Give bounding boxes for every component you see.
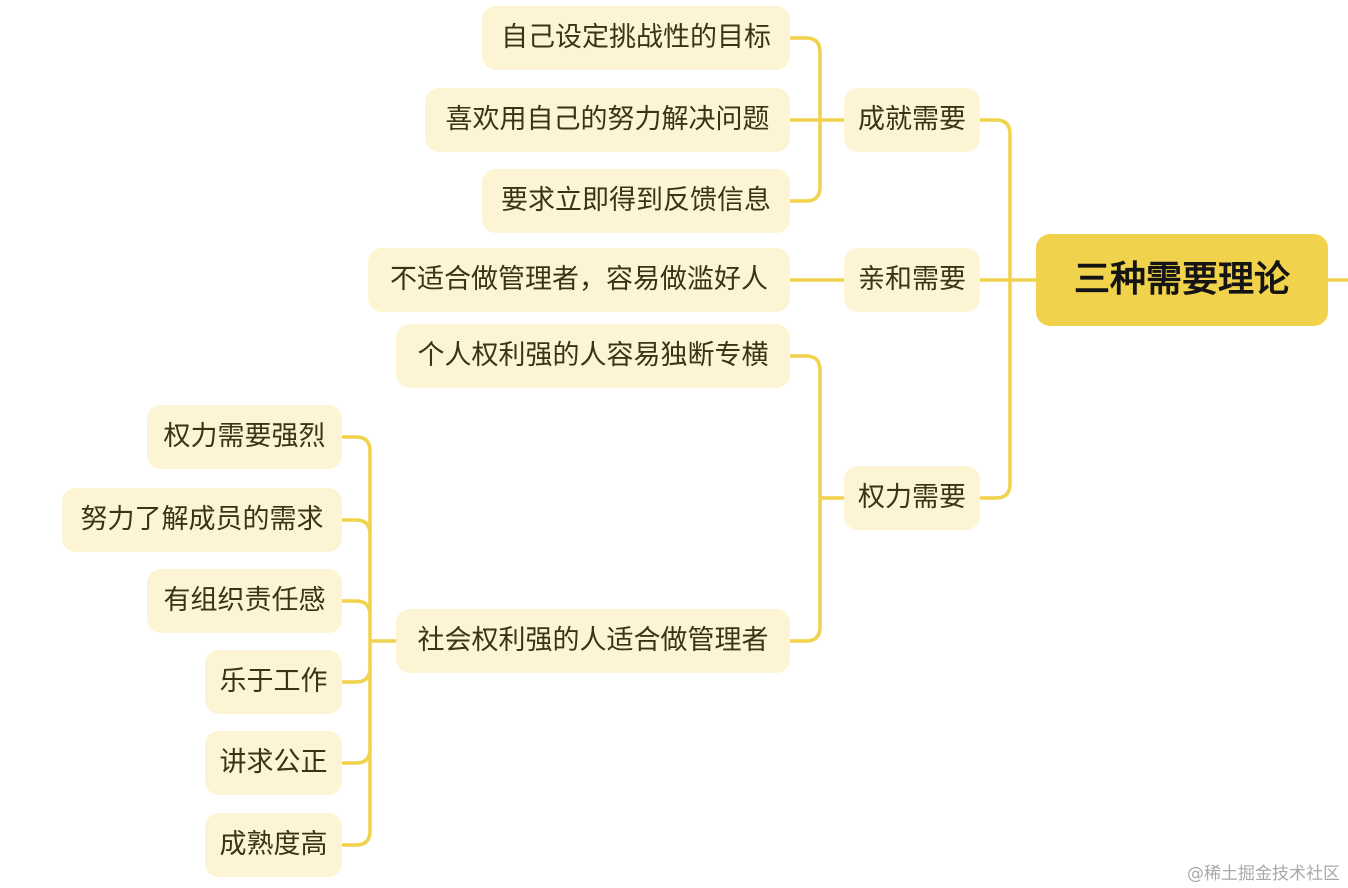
branch-affiliation-label: 亲和需要 <box>858 264 966 295</box>
social-power-trait-label: 有组织责任感 <box>163 585 326 616</box>
root-node-label: 三种需要理论 <box>1073 259 1290 300</box>
achievement-child-node[interactable]: 自己设定挑战性的目标 <box>482 6 790 70</box>
branch-achievement-node[interactable]: 成就需要 <box>844 88 980 152</box>
social-power-trait-node[interactable]: 努力了解成员的需求 <box>62 488 342 552</box>
connector-power <box>788 354 846 643</box>
achievement-child-node[interactable]: 喜欢用自己的努力解决问题 <box>425 88 790 152</box>
affiliation-child-label: 不适合做管理者，容易做滥好人 <box>390 264 768 295</box>
branch-achievement-label: 成就需要 <box>858 104 966 135</box>
branch-power-label: 权力需要 <box>858 482 966 513</box>
connector-root-to-branches <box>978 118 1038 500</box>
social-power-trait-node[interactable]: 乐于工作 <box>205 650 342 714</box>
branch-affiliation-node[interactable]: 亲和需要 <box>844 248 980 312</box>
social-power-trait-label: 努力了解成员的需求 <box>80 504 324 535</box>
power-child-label: 社会权利强的人适合做管理者 <box>417 625 769 656</box>
branch-power-node[interactable]: 权力需要 <box>844 466 980 530</box>
social-power-trait-node[interactable]: 有组织责任感 <box>147 569 342 633</box>
social-power-trait-label: 讲求公正 <box>219 747 328 778</box>
connector-achievement <box>788 36 846 203</box>
achievement-child-node[interactable]: 要求立即得到反馈信息 <box>482 169 790 233</box>
power-child-node[interactable]: 个人权利强的人容易独断专横 <box>396 324 790 388</box>
achievement-child-label: 自己设定挑战性的目标 <box>501 22 771 53</box>
social-power-trait-node[interactable]: 讲求公正 <box>205 731 342 795</box>
power-child-label: 个人权利强的人容易独断专横 <box>417 340 769 371</box>
root-node[interactable]: 三种需要理论 <box>1036 234 1328 326</box>
achievement-child-label: 喜欢用自己的努力解决问题 <box>445 104 770 135</box>
social-power-trait-label: 成熟度高 <box>219 829 328 860</box>
social-power-trait-label: 权力需要强烈 <box>163 421 326 452</box>
power-child-node[interactable]: 社会权利强的人适合做管理者 <box>396 609 790 673</box>
achievement-child-label: 要求立即得到反馈信息 <box>501 185 771 216</box>
watermark: @稀土掘金技术社区 <box>1187 864 1340 884</box>
social-power-trait-label: 乐于工作 <box>219 666 328 697</box>
social-power-trait-node[interactable]: 成熟度高 <box>205 813 342 877</box>
connector-social-power <box>340 435 398 847</box>
social-power-trait-node[interactable]: 权力需要强烈 <box>147 405 342 469</box>
affiliation-child-node[interactable]: 不适合做管理者，容易做滥好人 <box>368 248 790 312</box>
